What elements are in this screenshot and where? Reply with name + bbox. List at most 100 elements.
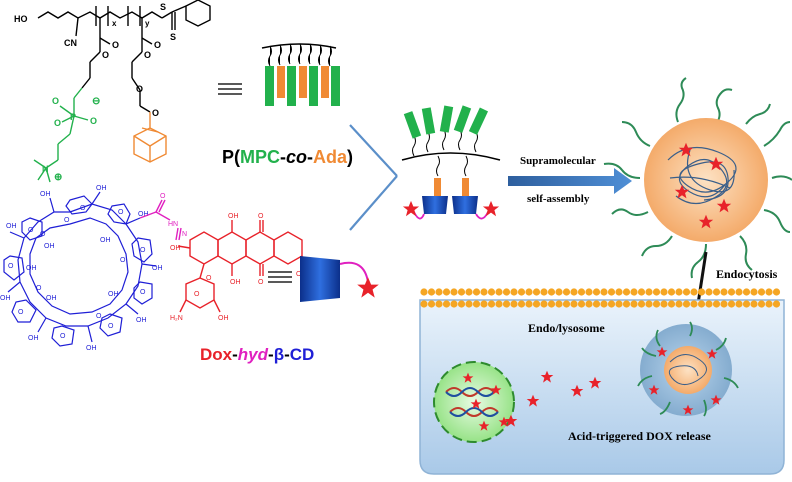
- charge-plus: ⊕: [54, 172, 62, 183]
- lipid-head: [675, 288, 683, 296]
- polymer-name-mpc: MPC: [240, 147, 280, 167]
- lipid-head: [555, 300, 563, 308]
- lipid-head: [660, 300, 668, 308]
- lipid-head: [712, 300, 721, 308]
- lipid-head: [607, 300, 616, 308]
- lipid-head: [585, 300, 593, 308]
- polymer-name-suffix: ): [347, 147, 353, 167]
- atom-label-o-minus: O: [90, 116, 97, 126]
- lipid-head: [742, 288, 751, 296]
- dox-star-icon: [357, 277, 379, 298]
- lipid-head: [555, 288, 563, 296]
- lipid-head: [757, 300, 766, 308]
- cyclodextrin-labels: OH OH OH OH OH OH OH OH OH OH OH OH OH O…: [0, 185, 163, 352]
- adamantane-group: [133, 112, 167, 163]
- oh-label: OH: [96, 185, 107, 192]
- lipid-head: [645, 288, 653, 296]
- lipid-head: [712, 288, 721, 296]
- ring-o-label: O: [64, 217, 70, 224]
- lipid-head: [600, 288, 608, 296]
- lipid-head: [705, 300, 713, 308]
- cd-name-hyd: hyd: [238, 345, 269, 364]
- atom-label-n-plus: N: [42, 164, 49, 174]
- ring-o-label: O: [60, 333, 66, 340]
- lipid-head: [487, 288, 496, 296]
- ring-o-label: O: [96, 313, 102, 320]
- lipid-head: [757, 288, 766, 296]
- lipid-head: [577, 300, 586, 308]
- lipid-head: [442, 300, 451, 308]
- lipid-head: [540, 288, 548, 296]
- hydrazone-linker: [139, 199, 182, 241]
- lipid-head: [457, 300, 466, 308]
- ring-o-label: O: [140, 247, 146, 254]
- release-label: Acid-triggered DOX release: [568, 429, 712, 443]
- oh-label: OH: [86, 345, 97, 352]
- ring-o-label: O: [40, 231, 46, 238]
- lipid-head: [735, 288, 743, 296]
- lipid-head: [630, 300, 638, 308]
- lipid-head: [607, 288, 616, 296]
- lipid-head: [720, 288, 728, 296]
- ring-o-label: O: [140, 289, 146, 296]
- dox-star-icon: [482, 200, 500, 217]
- lipid-head: [697, 300, 706, 308]
- oh-label: OH: [0, 295, 11, 302]
- lipid-head: [480, 300, 488, 308]
- lipid-head: [510, 288, 518, 296]
- atom-label-o4: O: [144, 50, 151, 60]
- dox-oh-label: OH: [230, 279, 241, 286]
- ring-o-label: O: [118, 209, 124, 216]
- lipid-head: [562, 300, 571, 308]
- lipid-head: [772, 300, 781, 308]
- dox-o-label: O: [194, 291, 200, 298]
- lipid-head: [750, 300, 758, 308]
- lipid-head: [510, 300, 518, 308]
- polymer-atom-labels: HO CN x y S S O O O O O O O P O O ⊖ N ⊕: [14, 2, 176, 183]
- polymer-comb-schematic: [261, 43, 340, 106]
- polymer-name-label: P(MPC-co-Ada): [222, 147, 353, 167]
- lipid-head: [750, 288, 758, 296]
- atom-label-o8: O: [54, 118, 61, 128]
- lipid-head: [547, 300, 556, 308]
- lipid-head: [577, 288, 586, 296]
- atom-label-o5: O: [152, 108, 159, 118]
- lipid-head: [540, 300, 548, 308]
- lipid-head: [420, 300, 428, 308]
- phosphorylcholine-group: [33, 87, 89, 183]
- cd-name-beta: β: [274, 345, 284, 364]
- lipid-head: [660, 288, 668, 296]
- ring-o-label: O: [80, 205, 86, 212]
- endocytosis-label: Endocytosis: [716, 267, 778, 281]
- polymer-name-co: co: [286, 147, 307, 167]
- oh-label: OH: [152, 265, 163, 272]
- dox-oh-label: OH: [228, 213, 239, 220]
- lipid-head: [525, 288, 533, 296]
- atom-label-o3: O: [154, 40, 161, 50]
- lipid-head: [742, 300, 751, 308]
- oh-label: OH: [28, 335, 39, 342]
- cyclodextrin-dox-schematic: [300, 256, 379, 302]
- cell-membrane: [420, 288, 781, 308]
- lipid-head: [720, 300, 728, 308]
- lipid-head: [645, 300, 653, 308]
- atom-label-x: x: [112, 19, 117, 28]
- lipid-head: [592, 288, 601, 296]
- lipid-head: [517, 300, 526, 308]
- cyclodextrin-ring: [3, 191, 157, 347]
- dox-o-label: O: [258, 213, 264, 220]
- linker-o-label: O: [160, 193, 166, 200]
- lipid-head: [667, 288, 676, 296]
- cd-name-cd: CD: [290, 345, 315, 364]
- polymer-name-ada: Ada: [313, 147, 348, 167]
- lipid-head: [495, 300, 503, 308]
- self-assembly-label: self-assembly: [527, 193, 590, 205]
- lipid-head: [427, 288, 436, 296]
- lipid-head: [435, 288, 443, 296]
- lipid-head: [525, 300, 533, 308]
- lipid-head: [675, 300, 683, 308]
- cell-nucleus: [433, 361, 515, 443]
- dox-oh-label: OH: [218, 315, 229, 322]
- lipid-head: [727, 300, 736, 308]
